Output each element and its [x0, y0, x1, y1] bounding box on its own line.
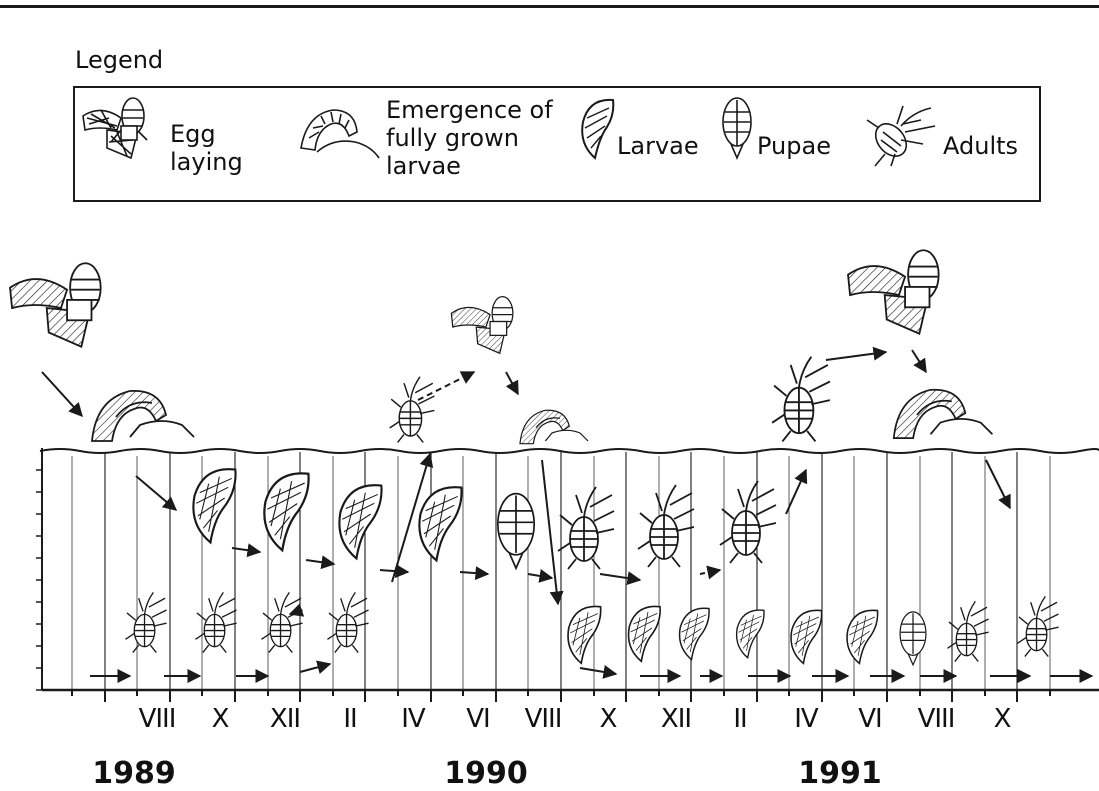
egg-laying-icon	[10, 263, 101, 346]
larva-icon	[568, 606, 601, 663]
month-label: VIII	[525, 704, 562, 734]
larva-icon	[419, 487, 461, 560]
larva-icon	[193, 469, 235, 542]
month-label: X	[994, 704, 1011, 734]
month-label: XII	[661, 704, 691, 734]
year-label: 1990	[444, 756, 528, 791]
soil-surface-line	[40, 449, 1099, 453]
larva-icon	[339, 485, 381, 558]
month-label: VIII	[918, 704, 955, 734]
month-label: II	[343, 704, 356, 734]
month-label: VI	[858, 704, 881, 734]
adult-weevil-icon	[390, 377, 435, 443]
larva-icon	[737, 610, 764, 658]
larva-icon	[680, 608, 710, 659]
adult-weevil-icon	[720, 481, 776, 563]
emergence-icon	[520, 410, 588, 443]
adult-weevil-icon	[125, 592, 166, 652]
month-label: VI	[466, 704, 489, 734]
egg-laying-icon	[451, 297, 512, 354]
larva-icon	[791, 610, 822, 663]
year-label: 1989	[92, 756, 176, 791]
emergence-icon	[894, 390, 993, 438]
pupa-icon	[900, 612, 926, 665]
adult-weevil-icon	[638, 485, 694, 567]
egg-laying-icon	[848, 250, 939, 333]
pupa-icon	[498, 494, 534, 569]
adult-weevil-icon	[195, 592, 236, 652]
month-label: XII	[270, 704, 300, 734]
emergence-icon	[92, 391, 194, 441]
adult-weevil-icon	[947, 601, 988, 661]
month-label: IV	[794, 704, 817, 734]
larva-icon	[629, 606, 661, 661]
month-label: X	[212, 704, 229, 734]
adult-weevil-icon	[558, 487, 614, 569]
year-label: 1991	[798, 756, 882, 791]
adult-weevil-icon	[772, 357, 830, 442]
adult-weevil-icon	[327, 592, 368, 652]
larva-icon	[847, 610, 878, 663]
month-label: II	[733, 704, 746, 734]
adult-weevil-icon	[1017, 596, 1058, 656]
adult-weevil-icon	[261, 592, 302, 652]
month-label: VIII	[139, 704, 176, 734]
month-label: X	[600, 704, 617, 734]
month-label: IV	[401, 704, 424, 734]
larva-icon	[264, 473, 308, 550]
